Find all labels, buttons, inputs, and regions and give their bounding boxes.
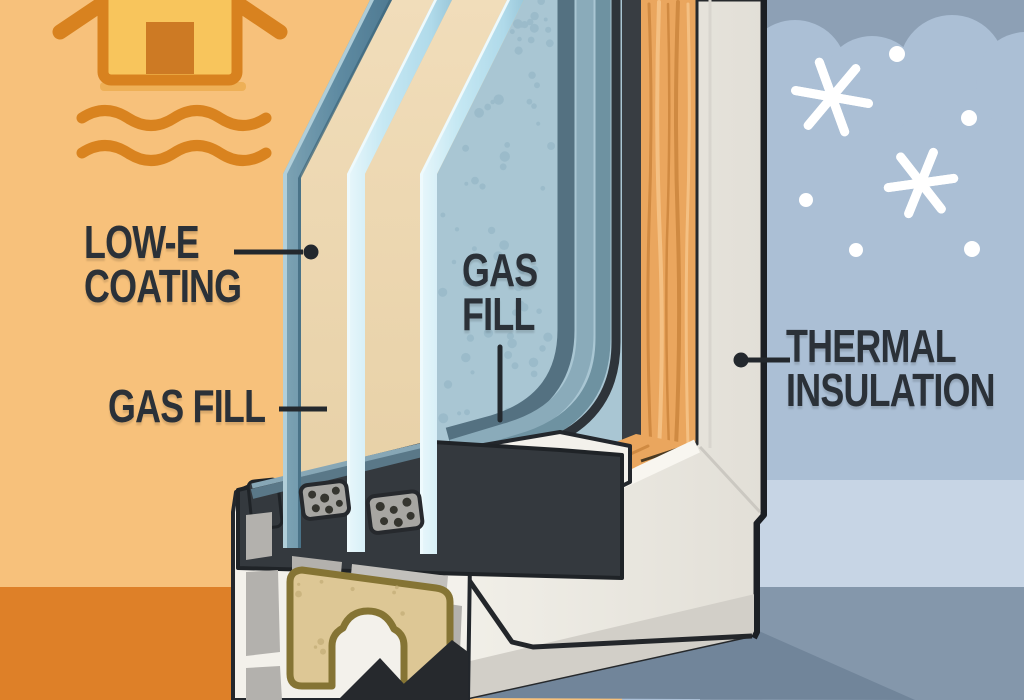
gas-cavity-1 [301, 0, 434, 560]
heat-waves-icon [76, 105, 272, 166]
house-icon [52, 0, 288, 91]
horizon-light-band [760, 480, 1024, 587]
label-gas-fill-left: GAS FILL [108, 380, 266, 432]
label-thermal-line2: INSULATION [786, 364, 996, 417]
frame-face-shading [466, 594, 755, 698]
annotation-leaders [234, 244, 790, 423]
label-low-e-line1: LOW-E [84, 216, 200, 268]
wood-trim-vertical [641, 0, 697, 462]
label-gas-fill-center: GAS FILL [462, 244, 538, 341]
label-thermal-insulation: THERMAL INSULATION [786, 320, 996, 417]
glass-pane-3 [420, 0, 524, 554]
label-low-e-coating: LOW-E COATING [84, 216, 242, 313]
frame-outline [751, 0, 767, 640]
glass-pane-1 [283, 0, 392, 548]
frame-step-line [452, 558, 753, 650]
spacer-bar-1 [298, 479, 351, 521]
label-low-e-line2: COATING [84, 260, 242, 313]
label-thermal-line1: THERMAL [786, 320, 957, 372]
label-gas-fill-center-line1: GAS [462, 244, 538, 296]
gas-cavity-2 [365, 0, 507, 560]
condensation-speckles [438, 0, 556, 439]
frame-bottom-dark-pieces [338, 640, 468, 700]
label-gas-fill-left-text: GAS FILL [108, 380, 266, 432]
snow-dots [799, 46, 980, 257]
glass-pane-2 [347, 0, 452, 552]
sash-gasket-band [622, 0, 641, 458]
frame-floor-shadow [472, 628, 915, 700]
house-door [146, 22, 194, 74]
label-gas-fill-center-line2: FILL [462, 288, 535, 341]
spacer-bar-2 [365, 489, 425, 535]
snowflake-icon [791, 57, 959, 219]
leader-low-e-dot [303, 244, 319, 260]
